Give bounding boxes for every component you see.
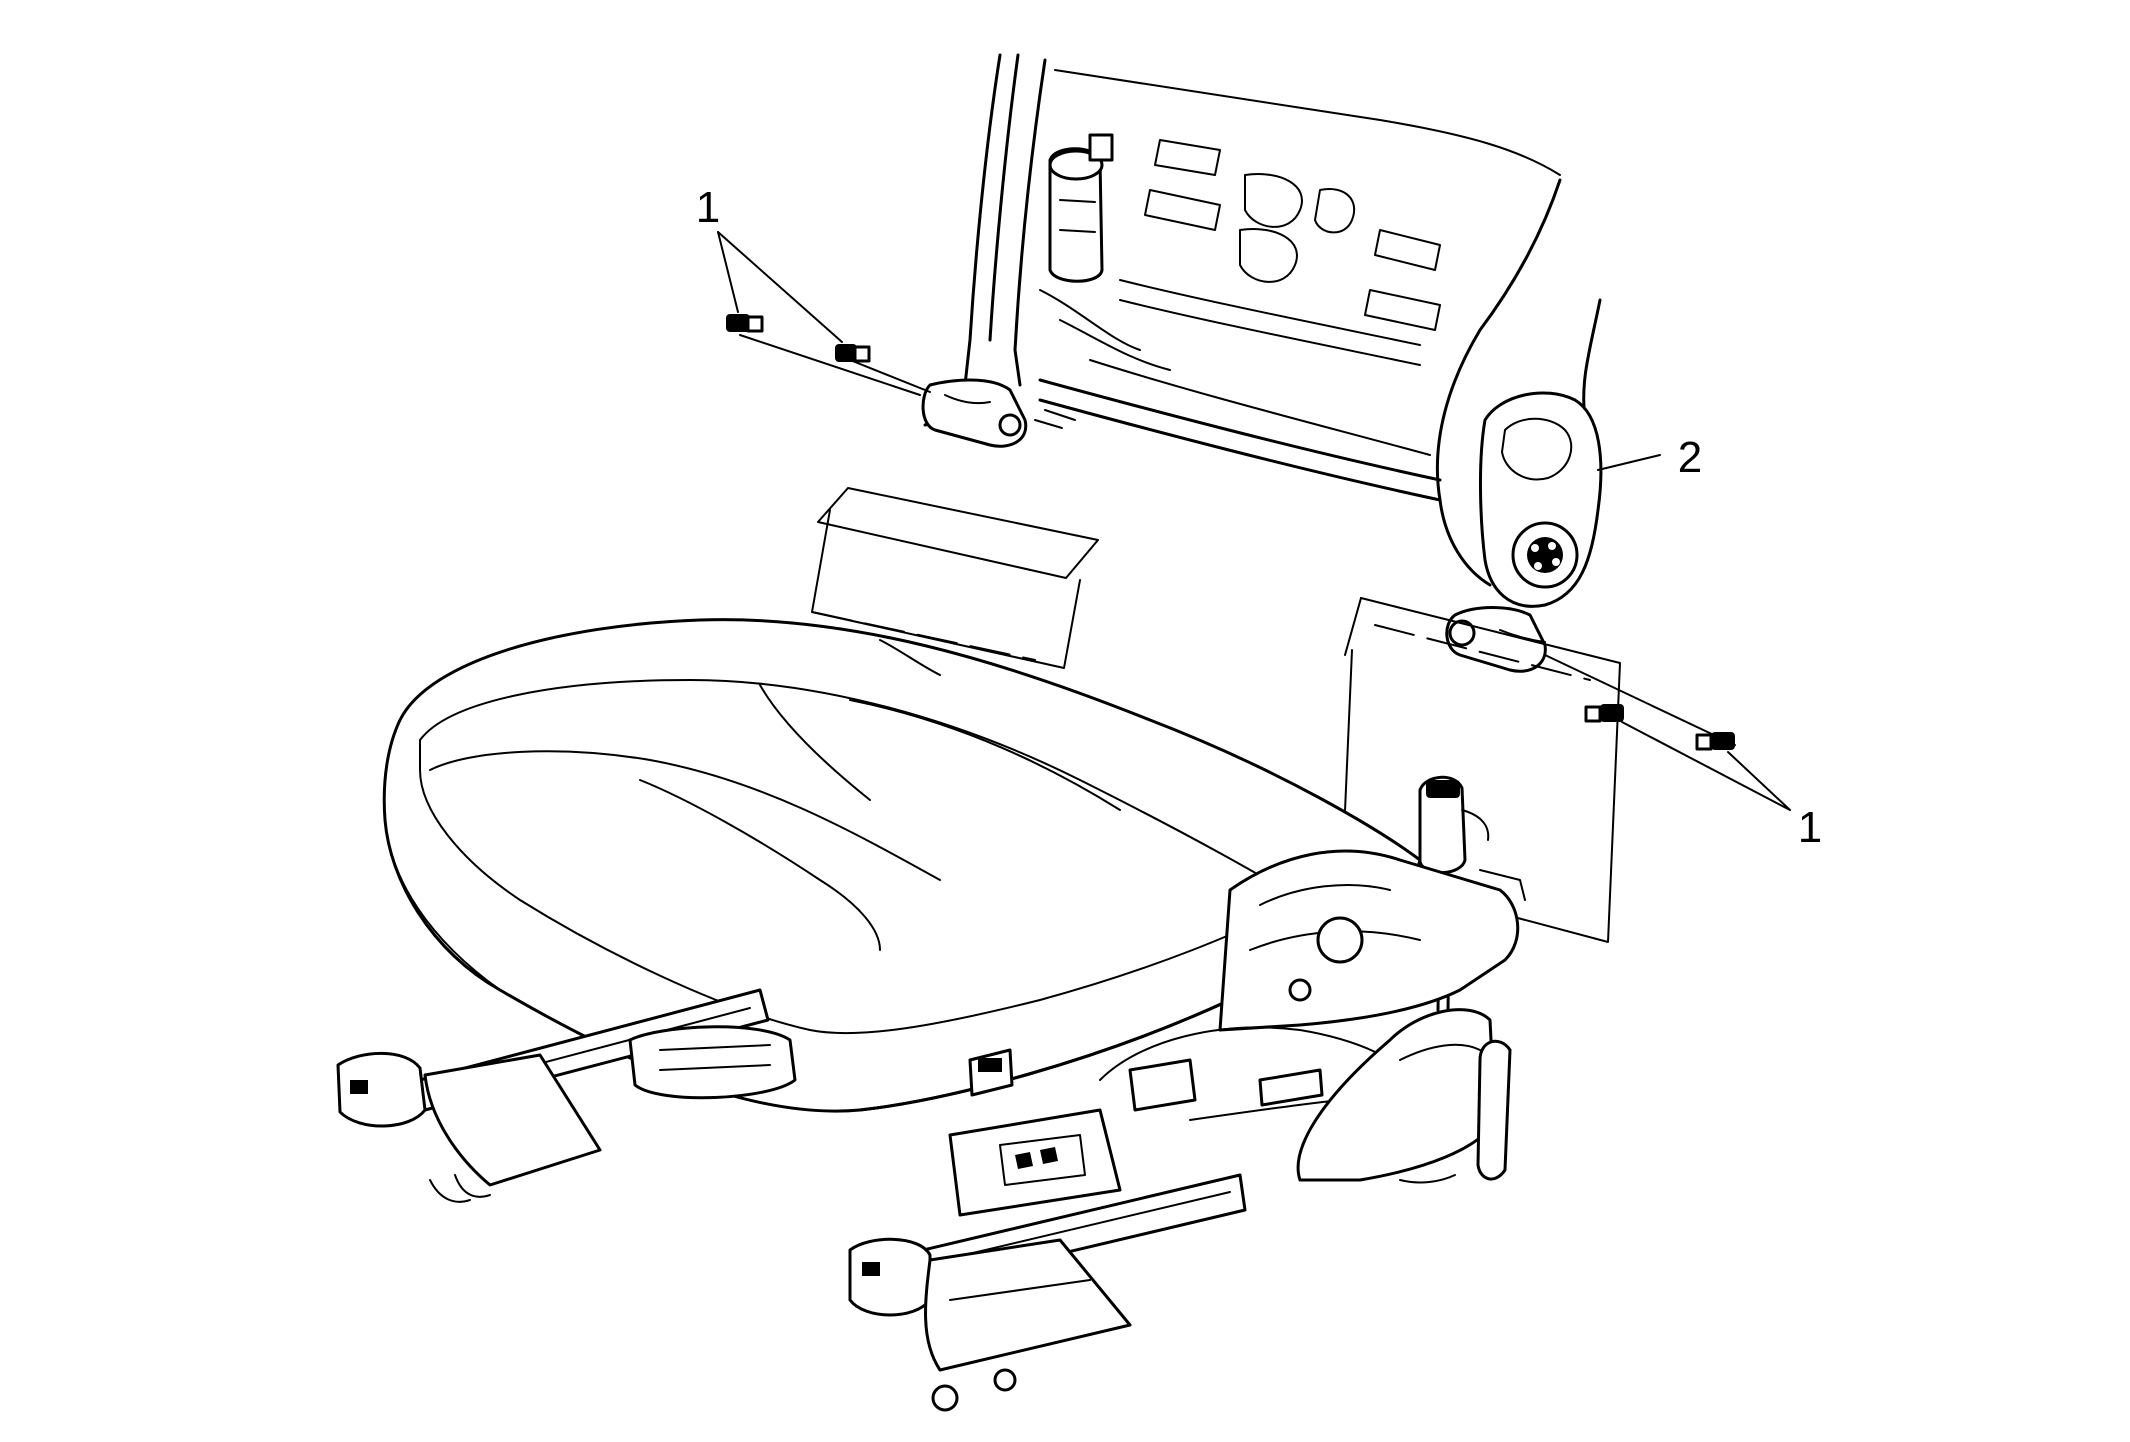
seat-cushion — [382, 618, 1422, 1113]
callout-1-lower-right: 1 — [1798, 803, 1822, 852]
fastener-bolts-lower-right — [1544, 654, 1736, 751]
fastener-bolts-upper-left — [726, 314, 931, 396]
callout-1-upper-left: 1 — [696, 183, 720, 232]
callout-2-seatback-frame: 2 — [1678, 433, 1702, 482]
seat-frame-and-tracks — [336, 775, 1526, 1412]
seatback-frame — [921, 53, 1603, 673]
callout-leaders — [717, 231, 1791, 811]
